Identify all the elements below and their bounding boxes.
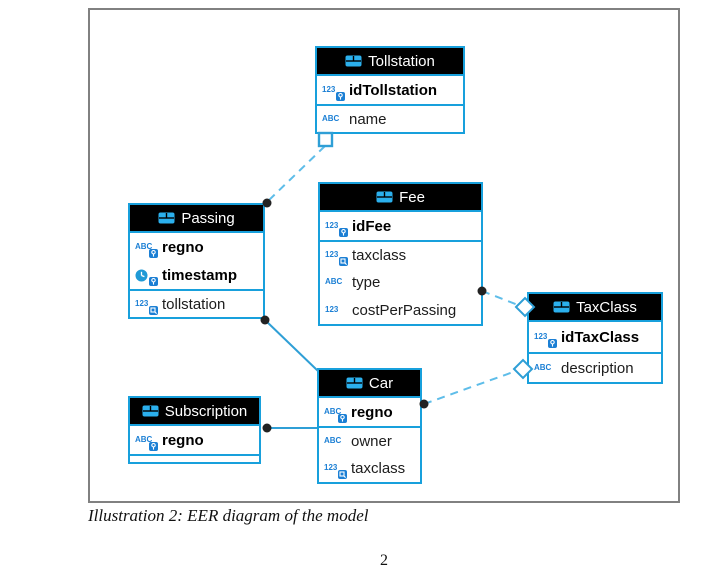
column-label: type — [352, 273, 381, 291]
entity-title: Passing — [181, 209, 235, 227]
fk-badge-icon — [338, 469, 347, 479]
column-row: 123 idTaxClass — [529, 322, 661, 352]
fk-badge-icon — [149, 305, 158, 315]
text-abc-icon: ABC — [322, 114, 340, 123]
column-label: regno — [162, 238, 204, 256]
column-row: ABC name — [317, 104, 463, 132]
entity-taxclass: TaxClass 123 idTaxClass ABC description — [527, 292, 663, 384]
column-label: taxclass — [351, 459, 406, 477]
entity-title: Car — [368, 374, 394, 392]
text-abc-icon: ABC — [325, 277, 343, 286]
column-label: owner — [351, 432, 392, 450]
table-icon — [346, 376, 363, 391]
fk-badge-icon — [339, 256, 348, 266]
key-badge-icon — [339, 227, 348, 237]
entity-subscription: Subscription ABC regno — [128, 396, 261, 464]
numeric-123-icon: 123 — [325, 305, 339, 314]
entity-fee: Fee 123 idFee 123 taxclass ABC type 123 … — [318, 182, 483, 326]
column-label: regno — [351, 403, 393, 421]
table-icon — [345, 54, 362, 69]
column-label: idTaxClass — [561, 328, 640, 346]
table-icon — [553, 300, 570, 315]
column-row: ABC owner — [319, 426, 420, 454]
column-row: ABC regno — [319, 398, 420, 426]
column-row: ABC description — [529, 352, 661, 382]
table-icon — [376, 190, 393, 205]
table-icon — [158, 211, 175, 226]
column-row: 123 taxclass — [320, 240, 481, 268]
column-label: regno — [162, 431, 204, 449]
text-abc-icon: ABC — [135, 433, 158, 451]
column-label: idFee — [352, 217, 392, 235]
column-label: tollstation — [162, 295, 226, 313]
column-row: ABC type — [320, 268, 481, 296]
illustration-caption: Illustration 2: EER diagram of the model — [88, 506, 369, 525]
entity-title: TaxClass — [576, 298, 637, 316]
column-row: timestamp — [130, 261, 263, 289]
text-abc-icon: ABC — [135, 240, 158, 258]
column-row: ABC regno — [130, 426, 259, 454]
numeric-123-icon: 123 — [322, 83, 345, 101]
numeric-123-icon: 123 — [325, 248, 348, 266]
text-abc-icon: ABC — [534, 363, 552, 372]
clock-icon — [135, 268, 158, 286]
key-badge-icon — [149, 248, 158, 258]
numeric-123-icon: 123 — [135, 297, 158, 315]
entity-title: Tollstation — [368, 52, 435, 70]
key-badge-icon — [338, 413, 347, 423]
key-badge-icon — [149, 441, 158, 451]
column-label: taxclass — [352, 246, 407, 264]
entity-title: Fee — [399, 188, 425, 206]
entity-car-header: Car — [319, 370, 420, 398]
numeric-123-icon: 123 — [325, 219, 348, 237]
column-row: ABC regno — [130, 233, 263, 261]
table-icon — [142, 404, 159, 419]
column-label: description — [561, 359, 634, 377]
column-label: costPerPassing — [352, 301, 457, 319]
column-row: 123 idFee — [320, 212, 481, 240]
entity-passing: Passing ABC regno timestamp 123 tollstat… — [128, 203, 265, 319]
entity-taxclass-header: TaxClass — [529, 294, 661, 322]
entity-car: Car ABC regno ABC owner 123 taxclass — [317, 368, 422, 484]
entity-tollstation-header: Tollstation — [317, 48, 463, 76]
column-row: 123 taxclass — [319, 454, 420, 482]
column-label: timestamp — [162, 266, 238, 284]
key-badge-icon — [548, 338, 557, 348]
key-badge-icon — [336, 91, 345, 101]
page-number: 2 — [380, 552, 388, 569]
numeric-123-icon: 123 — [324, 461, 347, 479]
entity-fee-header: Fee — [320, 184, 481, 212]
column-label: idTollstation — [349, 81, 438, 99]
entity-passing-header: Passing — [130, 205, 263, 233]
numeric-123-icon: 123 — [534, 330, 557, 348]
text-abc-icon: ABC — [324, 436, 342, 445]
empty-row — [130, 454, 259, 462]
entity-title: Subscription — [164, 402, 248, 420]
column-row: 123 tollstation — [130, 289, 263, 317]
entity-tollstation: Tollstation 123 idTollstation ABC name — [315, 46, 465, 134]
column-label: name — [349, 110, 387, 128]
entity-subscription-header: Subscription — [130, 398, 259, 426]
column-row: 123 idTollstation — [317, 76, 463, 104]
text-abc-icon: ABC — [324, 405, 347, 423]
column-row: 123 costPerPassing — [320, 296, 481, 324]
key-badge-icon — [149, 276, 158, 286]
